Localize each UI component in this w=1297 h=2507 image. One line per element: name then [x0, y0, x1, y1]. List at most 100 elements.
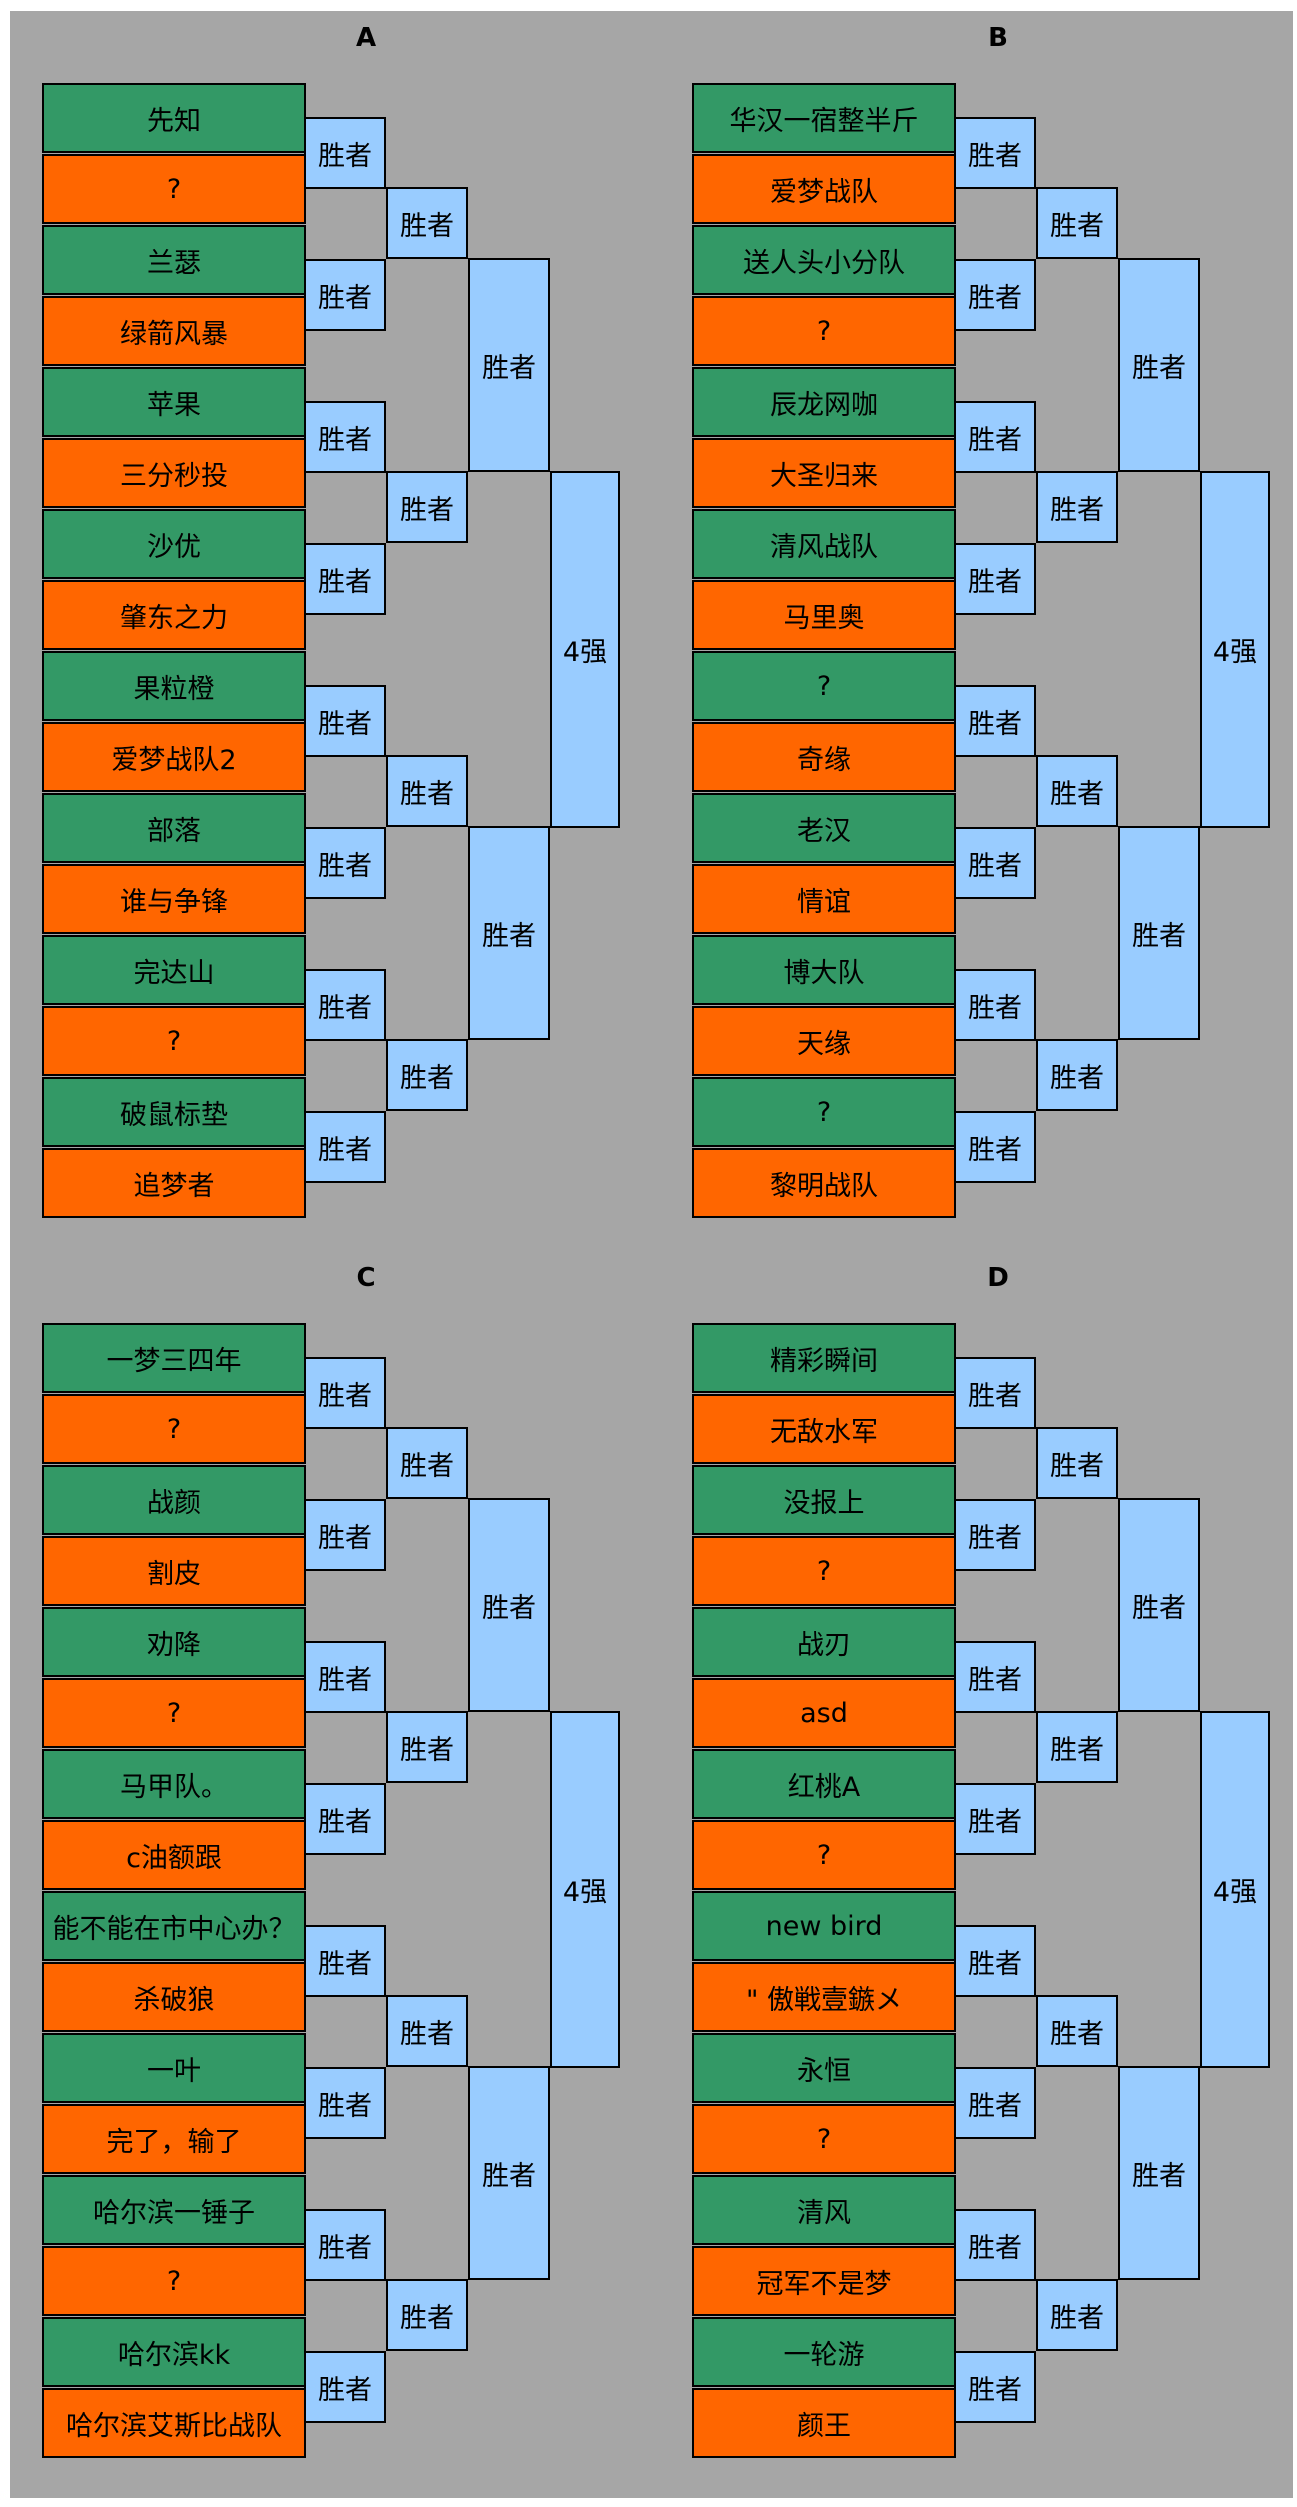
winner-box: 胜者 [304, 1111, 386, 1183]
team-slot: 一轮游 [692, 2317, 956, 2387]
team-slot: 清风战队 [692, 509, 956, 579]
team-slot: 部落 [42, 793, 306, 863]
winner-box: 胜者 [954, 1641, 1036, 1713]
team-slot: 马甲队。 [42, 1749, 306, 1819]
team-slot: 苹果 [42, 367, 306, 437]
team-slot: 哈尔滨kk [42, 2317, 306, 2387]
winner-box: 胜者 [954, 2067, 1036, 2139]
team-slot: ? [692, 2104, 956, 2174]
team-slot: 爱梦战队2 [42, 722, 306, 792]
winner-box: 胜者 [304, 1499, 386, 1571]
team-slot: 一叶 [42, 2033, 306, 2103]
team-slot: new bird [692, 1891, 956, 1961]
team-slot: ? [692, 1077, 956, 1147]
team-slot: 清风 [692, 2175, 956, 2245]
team-slot: 追梦者 [42, 1148, 306, 1218]
winner-box: 胜者 [954, 1357, 1036, 1429]
winner-box: 胜者 [386, 2279, 468, 2351]
team-slot: 没报上 [692, 1465, 956, 1535]
bracket-title: D [987, 1263, 1009, 1293]
winner-box: 胜者 [954, 1499, 1036, 1571]
team-slot: 果粒橙 [42, 651, 306, 721]
winner-box: 胜者 [1118, 2066, 1200, 2280]
team-slot: 精彩瞬间 [692, 1323, 956, 1393]
team-slot: 能不能在市中心办？ [42, 1891, 306, 1961]
winner-box: 胜者 [954, 827, 1036, 899]
winner-box: 胜者 [304, 2067, 386, 2139]
team-slot: 破鼠标垫 [42, 1077, 306, 1147]
winner-box: 胜者 [304, 2351, 386, 2423]
winner-box: 胜者 [386, 1995, 468, 2067]
team-slot: 一梦三四年 [42, 1323, 306, 1393]
winner-box: 胜者 [304, 969, 386, 1041]
winner-box: 胜者 [954, 543, 1036, 615]
winner-box: 胜者 [304, 1641, 386, 1713]
winner-box: 胜者 [954, 401, 1036, 473]
team-slot: 天缘 [692, 1006, 956, 1076]
team-slot: 博大队 [692, 935, 956, 1005]
winner-box: 胜者 [954, 969, 1036, 1041]
team-slot: 颜王 [692, 2388, 956, 2458]
team-slot: ? [692, 1820, 956, 1890]
team-slot: 辰龙网咖 [692, 367, 956, 437]
winner-box: 胜者 [1036, 755, 1118, 827]
team-slot: 马里奥 [692, 580, 956, 650]
team-slot: 割皮 [42, 1536, 306, 1606]
team-slot: 三分秒投 [42, 438, 306, 508]
top4-box: 4强 [1200, 471, 1270, 828]
team-slot: 完了，输了 [42, 2104, 306, 2174]
team-slot: 送人头小分队 [692, 225, 956, 295]
team-slot: ? [42, 1394, 306, 1464]
winner-box: 胜者 [1118, 826, 1200, 1040]
winner-box: 胜者 [304, 2209, 386, 2281]
winner-box: 胜者 [304, 401, 386, 473]
team-slot: 绿箭风暴 [42, 296, 306, 366]
team-slot: ? [692, 651, 956, 721]
winner-box: 胜者 [1036, 1039, 1118, 1111]
team-slot: 华汉一宿整半斤 [692, 83, 956, 153]
winner-box: 胜者 [304, 117, 386, 189]
team-slot: 黎明战队 [692, 1148, 956, 1218]
winner-box: 胜者 [1036, 471, 1118, 543]
top4-box: 4强 [550, 471, 620, 828]
team-slot: ? [42, 2246, 306, 2316]
team-slot: 战颜 [42, 1465, 306, 1535]
winner-box: 胜者 [954, 1111, 1036, 1183]
team-slot: 哈尔滨艾斯比战队 [42, 2388, 306, 2458]
winner-box: 胜者 [954, 1783, 1036, 1855]
bracket-title: C [356, 1263, 376, 1293]
team-slot: " 傲戦壹鏃メ [692, 1962, 956, 2032]
winner-box: 胜者 [304, 827, 386, 899]
team-slot: 杀破狼 [42, 1962, 306, 2032]
winner-box: 胜者 [386, 1039, 468, 1111]
team-slot: ? [692, 1536, 956, 1606]
team-slot: 情谊 [692, 864, 956, 934]
team-slot: 兰瑟 [42, 225, 306, 295]
team-slot: 劝降 [42, 1607, 306, 1677]
winner-box: 胜者 [304, 685, 386, 757]
winner-box: 胜者 [1118, 258, 1200, 472]
winner-box: 胜者 [304, 543, 386, 615]
winner-box: 胜者 [468, 1498, 550, 1712]
team-slot: 沙优 [42, 509, 306, 579]
winner-box: 胜者 [468, 826, 550, 1040]
top4-box: 4强 [1200, 1711, 1270, 2068]
winner-box: 胜者 [1036, 1427, 1118, 1499]
team-slot: 完达山 [42, 935, 306, 1005]
winner-box: 胜者 [954, 117, 1036, 189]
winner-box: 胜者 [304, 1925, 386, 1997]
winner-box: 胜者 [386, 755, 468, 827]
winner-box: 胜者 [386, 1427, 468, 1499]
winner-box: 胜者 [1036, 187, 1118, 259]
winner-box: 胜者 [954, 685, 1036, 757]
team-slot: 奇缘 [692, 722, 956, 792]
winner-box: 胜者 [1036, 2279, 1118, 2351]
team-slot: 老汉 [692, 793, 956, 863]
team-slot: 战刃 [692, 1607, 956, 1677]
winner-box: 胜者 [954, 2209, 1036, 2281]
team-slot: ? [42, 1006, 306, 1076]
